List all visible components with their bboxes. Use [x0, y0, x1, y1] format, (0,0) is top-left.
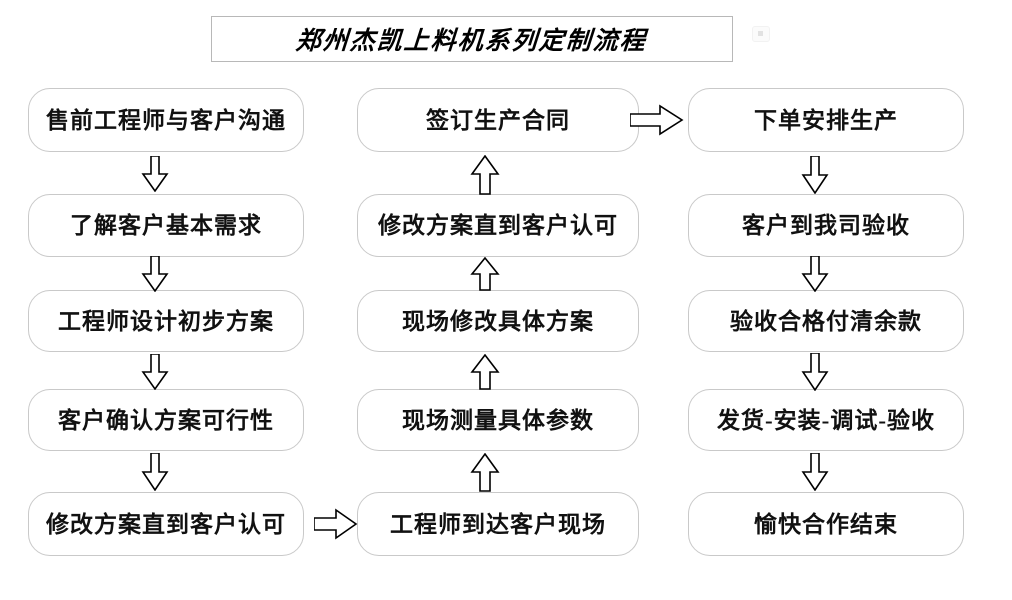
node-label: 工程师到达客户现场	[390, 511, 606, 537]
node-label: 客户到我司验收	[742, 213, 910, 238]
node-engineer-preliminary-design[interactable]: 工程师设计初步方案	[28, 290, 304, 352]
node-ship-install-debug-accept[interactable]: 发货-安装-调试-验收	[688, 389, 964, 451]
node-label: 售前工程师与客户沟通	[46, 107, 286, 133]
node-cooperation-complete[interactable]: 愉快合作结束	[688, 492, 964, 556]
arrow-down-icon	[141, 453, 169, 491]
arrow-down-icon	[141, 354, 169, 390]
node-label: 现场测量具体参数	[402, 407, 594, 433]
node-label: 愉快合作结束	[754, 511, 898, 537]
arrow-right-icon	[630, 104, 684, 136]
node-understand-requirements[interactable]: 了解客户基本需求	[28, 194, 304, 257]
diagram-title: 郑州杰凯上料机系列定制流程	[295, 28, 649, 55]
watermark-artifact	[752, 26, 770, 42]
node-customer-confirm-feasibility[interactable]: 客户确认方案可行性	[28, 389, 304, 451]
node-engineer-arrives-onsite[interactable]: 工程师到达客户现场	[357, 492, 639, 556]
arrow-down-icon	[800, 353, 830, 391]
node-sign-production-contract[interactable]: 签订生产合同	[357, 88, 639, 152]
node-label: 修改方案直到客户认可	[378, 213, 618, 238]
arrow-up-icon	[470, 155, 500, 195]
node-label: 验收合格付清余款	[730, 308, 922, 334]
node-label: 工程师设计初步方案	[58, 308, 274, 334]
arrow-down-icon	[141, 156, 169, 192]
arrow-up-icon	[470, 354, 500, 390]
node-pay-balance-after-acceptance[interactable]: 验收合格付清余款	[688, 290, 964, 352]
node-label: 发货-安装-调试-验收	[717, 407, 935, 433]
arrow-down-icon	[800, 453, 830, 491]
node-revise-until-approved-1[interactable]: 修改方案直到客户认可	[28, 492, 304, 556]
node-onsite-measure-parameters[interactable]: 现场测量具体参数	[357, 389, 639, 451]
node-revise-until-approved-2[interactable]: 修改方案直到客户认可	[357, 194, 639, 257]
arrow-right-icon	[314, 508, 358, 540]
arrow-up-icon	[470, 453, 500, 492]
arrow-up-icon	[470, 257, 500, 291]
node-presales-communication[interactable]: 售前工程师与客户沟通	[28, 88, 304, 152]
node-label: 下单安排生产	[754, 107, 898, 133]
arrow-down-icon	[800, 156, 830, 194]
node-label: 客户确认方案可行性	[58, 407, 274, 433]
arrow-down-icon	[141, 256, 169, 292]
node-place-order-arrange-production[interactable]: 下单安排生产	[688, 88, 964, 152]
arrow-down-icon	[800, 256, 830, 292]
node-label: 签订生产合同	[426, 107, 570, 133]
diagram-title-box: 郑州杰凯上料机系列定制流程	[211, 16, 733, 62]
node-label: 修改方案直到客户认可	[46, 511, 286, 537]
node-label: 了解客户基本需求	[70, 213, 262, 238]
node-onsite-revise-plan[interactable]: 现场修改具体方案	[357, 290, 639, 352]
node-label: 现场修改具体方案	[402, 308, 594, 334]
node-customer-inspection-at-factory[interactable]: 客户到我司验收	[688, 194, 964, 257]
